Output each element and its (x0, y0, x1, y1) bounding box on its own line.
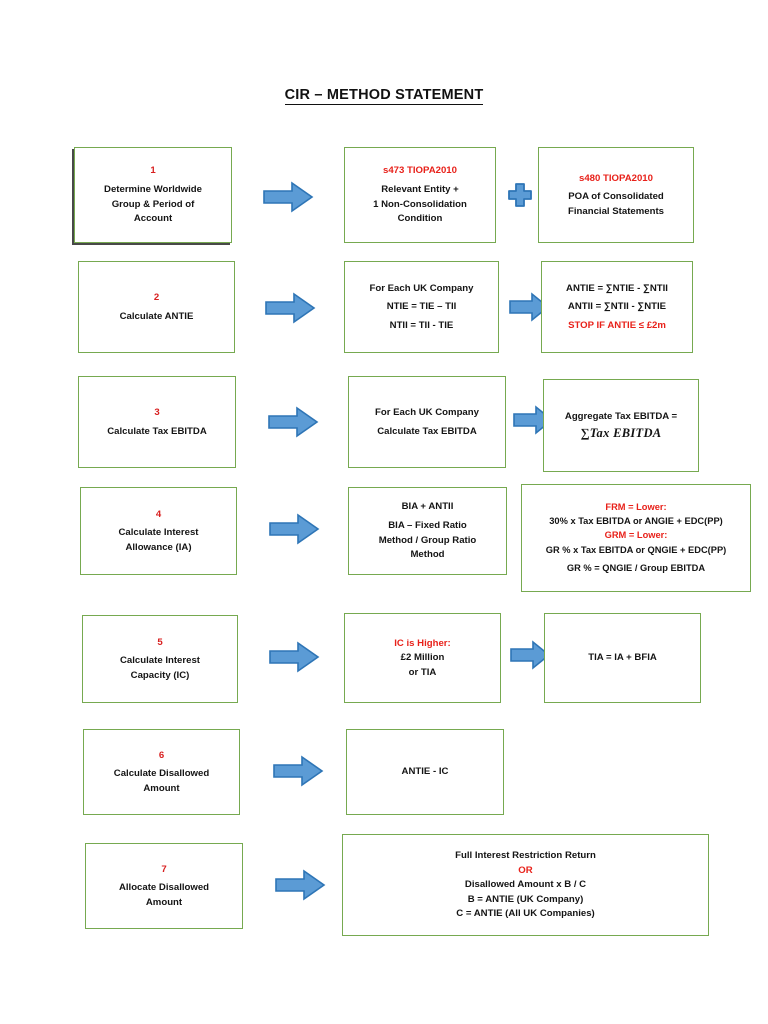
step-3-number: 3 (154, 406, 160, 418)
right-block-arrow-icon (274, 868, 326, 902)
step-1-action-line-2: Group & Period of (111, 198, 195, 210)
plus-sign-icon (507, 182, 533, 208)
step-4-frm-formula: 30% x Tax EBITDA or ANGIE + EDC(PP) (549, 516, 723, 527)
step-4-detail-line-1: BIA + ANTII (401, 501, 454, 513)
step-6-action-line-2: Amount (143, 782, 180, 794)
right-block-arrow-icon (509, 640, 551, 670)
step-1-detail2-line-2: Financial Statements (568, 205, 664, 217)
step-2-action-box[interactable]: 2 Calculate ANTIE (78, 261, 235, 353)
step-1-detail-heading: s473 TIOPA2010 (383, 165, 457, 177)
step-1-detail2-heading: s480 TIOPA2010 (579, 172, 653, 184)
right-block-arrow-icon (262, 180, 314, 214)
step-3-detail-line-1: For Each UK Company (375, 406, 479, 418)
step-2-detail-line-2: NTIE = TIE – TII (386, 301, 457, 313)
step-2-number: 2 (153, 291, 160, 303)
step-3-detail-line-2: Calculate Tax EBITDA (377, 425, 477, 437)
step-1-number: 1 (150, 165, 156, 177)
step-2-detail-box[interactable]: For Each UK Company NTIE = TIE – TII NTI… (344, 261, 499, 353)
step-7-action-box[interactable]: 7 Allocate Disallowed Amount (85, 843, 243, 929)
step-4-detail-line-4: Method (410, 549, 445, 561)
step-4-grm-heading: GRM = Lower: (604, 530, 668, 541)
step-7-detail-box[interactable]: Full Interest Restriction Return OR Disa… (342, 834, 709, 936)
step-1-detail-box[interactable]: s473 TIOPA2010 Relevant Entity + 1 Non-C… (344, 147, 496, 243)
step-1-action-box[interactable]: 1 Determine Worldwide Group & Period of … (74, 147, 232, 243)
step-2-action-line-1: Calculate ANTIE (119, 310, 194, 322)
right-block-arrow-icon (268, 640, 320, 674)
step-4-detail-line-3: Method / Group Ratio (378, 534, 477, 546)
step-1-detail-line-1: Relevant Entity + (381, 183, 459, 195)
page-title-text: CIR – METHOD STATEMENT (284, 87, 484, 105)
step-1-action-line-1: Determine Worldwide (104, 183, 202, 195)
step-7-detail-line-2: Disallowed Amount x B / C (464, 879, 587, 891)
step-5-detail-line-2: or TIA (408, 666, 437, 678)
right-block-arrow-icon (268, 512, 320, 546)
step-1-action-line-3: Account (133, 213, 173, 225)
step-7-number: 7 (161, 863, 167, 875)
step-2-result-line-1: ANTIE = ∑NTIE - ∑NTII (566, 282, 668, 294)
step-5-detail-line-1: £2 Million (400, 652, 445, 664)
step-3-detail-box[interactable]: For Each UK Company Calculate Tax EBITDA (348, 376, 506, 468)
step-4-action-line-2: Allowance (IA) (125, 541, 192, 553)
step-2-result-box[interactable]: ANTIE = ∑NTIE - ∑NTII ANTII = ∑NTII - ∑N… (541, 261, 693, 353)
step-2-detail-line-3: NTII = TII - TIE (389, 319, 454, 331)
right-block-arrow-icon (272, 754, 324, 788)
step-3-action-box[interactable]: 3 Calculate Tax EBITDA (78, 376, 236, 468)
step-3-result-line-1: Aggregate Tax EBITDA = (564, 410, 678, 422)
step-5-action-line-2: Capacity (IC) (130, 669, 190, 681)
right-block-arrow-icon (267, 405, 319, 439)
step-5-action-line-1: Calculate Interest (120, 655, 200, 667)
step-4-number: 4 (155, 508, 162, 520)
step-5-action-box[interactable]: 5 Calculate Interest Capacity (IC) (82, 615, 238, 703)
step-7-detail-line-4: C = ANTIE (All UK Companies) (456, 908, 595, 920)
step-6-detail-box[interactable]: ANTIE - IC (346, 729, 504, 815)
step-5-detail-heading: IC is Higher: (394, 637, 451, 649)
step-2-detail-line-1: For Each UK Company (369, 282, 474, 294)
page-title: CIR – METHOD STATEMENT (0, 87, 768, 105)
step-7-detail-line-3: B = ANTIE (UK Company) (467, 893, 584, 905)
step-4-action-line-1: Calculate Interest (118, 527, 199, 539)
step-4-detail-line-2: BIA – Fixed Ratio (388, 519, 467, 531)
step-6-number: 6 (158, 749, 165, 761)
step-7-detail-or: OR (518, 864, 533, 876)
step-6-detail-line-1: ANTIE - IC (401, 766, 449, 778)
step-2-result-stop-condition: STOP IF ANTIE ≤ £2m (568, 319, 666, 331)
step-7-action-line-1: Allocate Disallowed (118, 882, 210, 894)
step-3-result-box[interactable]: Aggregate Tax EBITDA = ∑Tax EBITDA (543, 379, 699, 472)
step-7-detail-line-1: Full Interest Restriction Return (455, 850, 596, 862)
step-5-detail-box[interactable]: IC is Higher: £2 Million or TIA (344, 613, 501, 703)
right-block-arrow-icon (508, 292, 550, 322)
step-2-result-line-2: ANTII = ∑NTII - ∑NTIE (567, 301, 667, 313)
step-1-detail-line-3: Condition (397, 213, 443, 225)
step-5-result-box[interactable]: TIA = IA + BFIA (544, 613, 701, 703)
step-5-number: 5 (157, 636, 163, 648)
step-6-action-line-1: Calculate Disallowed (113, 768, 210, 780)
step-4-gr-percent-formula: GR % = QNGIE / Group EBITDA (566, 562, 706, 573)
step-7-action-line-2: Amount (145, 896, 183, 908)
step-3-action-line-1: Calculate Tax EBITDA (107, 425, 207, 437)
step-6-action-box[interactable]: 6 Calculate Disallowed Amount (83, 729, 240, 815)
step-4-action-box[interactable]: 4 Calculate Interest Allowance (IA) (80, 487, 237, 575)
step-1-detail-box-2[interactable]: s480 TIOPA2010 POA of Consolidated Finan… (538, 147, 694, 243)
step-5-result-line-1: TIA = IA + BFIA (588, 652, 657, 664)
step-3-result-formula: ∑Tax EBITDA (580, 425, 662, 440)
step-1-detail-line-2: 1 Non-Consolidation (373, 198, 467, 210)
step-1-detail2-line-1: POA of Consolidated (568, 191, 664, 203)
step-4-detail-box[interactable]: BIA + ANTII BIA – Fixed Ratio Method / G… (348, 487, 507, 575)
right-block-arrow-icon (264, 291, 316, 325)
step-4-result-box[interactable]: FRM = Lower: 30% x Tax EBITDA or ANGIE +… (521, 484, 751, 592)
step-4-frm-heading: FRM = Lower: (605, 501, 667, 512)
step-4-grm-formula: GR % x Tax EBITDA or QNGIE + EDC(PP) (545, 544, 727, 555)
